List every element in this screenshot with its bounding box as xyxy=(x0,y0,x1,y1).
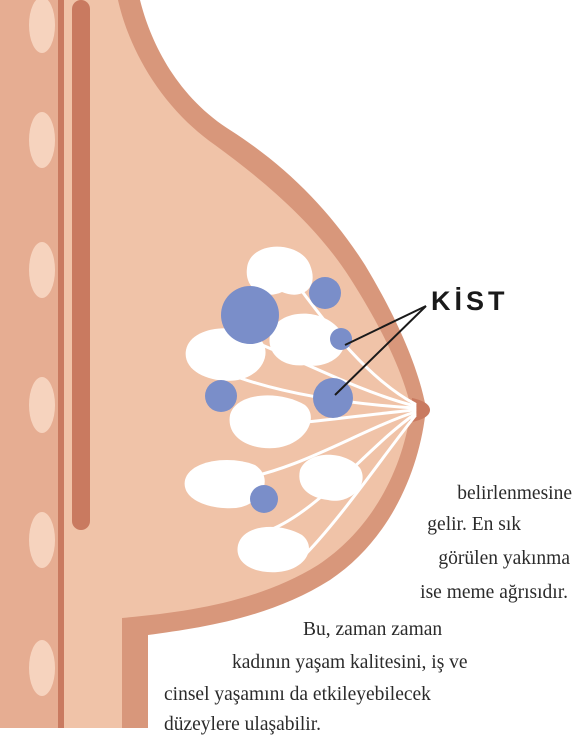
paragraph-line: kadının yaşam kalitesini, iş ve xyxy=(232,652,468,674)
rib-oval xyxy=(29,512,55,568)
lobule xyxy=(238,527,309,572)
paragraph-line: Bu, zaman zaman xyxy=(303,619,442,641)
paragraph-line: düzeylere ulaşabilir. xyxy=(164,714,321,736)
paragraph-line: ise meme ağrısıdır. xyxy=(420,582,568,604)
rib-oval xyxy=(29,377,55,433)
rib-oval xyxy=(29,242,55,298)
paragraph-line: belirlenmesine xyxy=(457,483,572,505)
chest-wall-edge xyxy=(58,0,64,728)
pectoral-muscle-bar xyxy=(72,0,90,530)
cyst xyxy=(309,277,341,309)
paragraph-line: cinsel yaşamını da etkileyebilecek xyxy=(164,684,431,706)
cyst xyxy=(205,380,237,412)
paragraph-line: görülen yakınma xyxy=(438,548,570,570)
chest-wall-bar xyxy=(0,0,62,728)
cyst xyxy=(221,286,279,344)
cyst xyxy=(250,485,278,513)
kist-label: KİST xyxy=(431,286,509,317)
cyst xyxy=(330,328,352,350)
paragraph-line: gelir. En sık xyxy=(427,514,521,536)
rib-oval xyxy=(29,112,55,168)
rib-oval xyxy=(29,640,55,696)
